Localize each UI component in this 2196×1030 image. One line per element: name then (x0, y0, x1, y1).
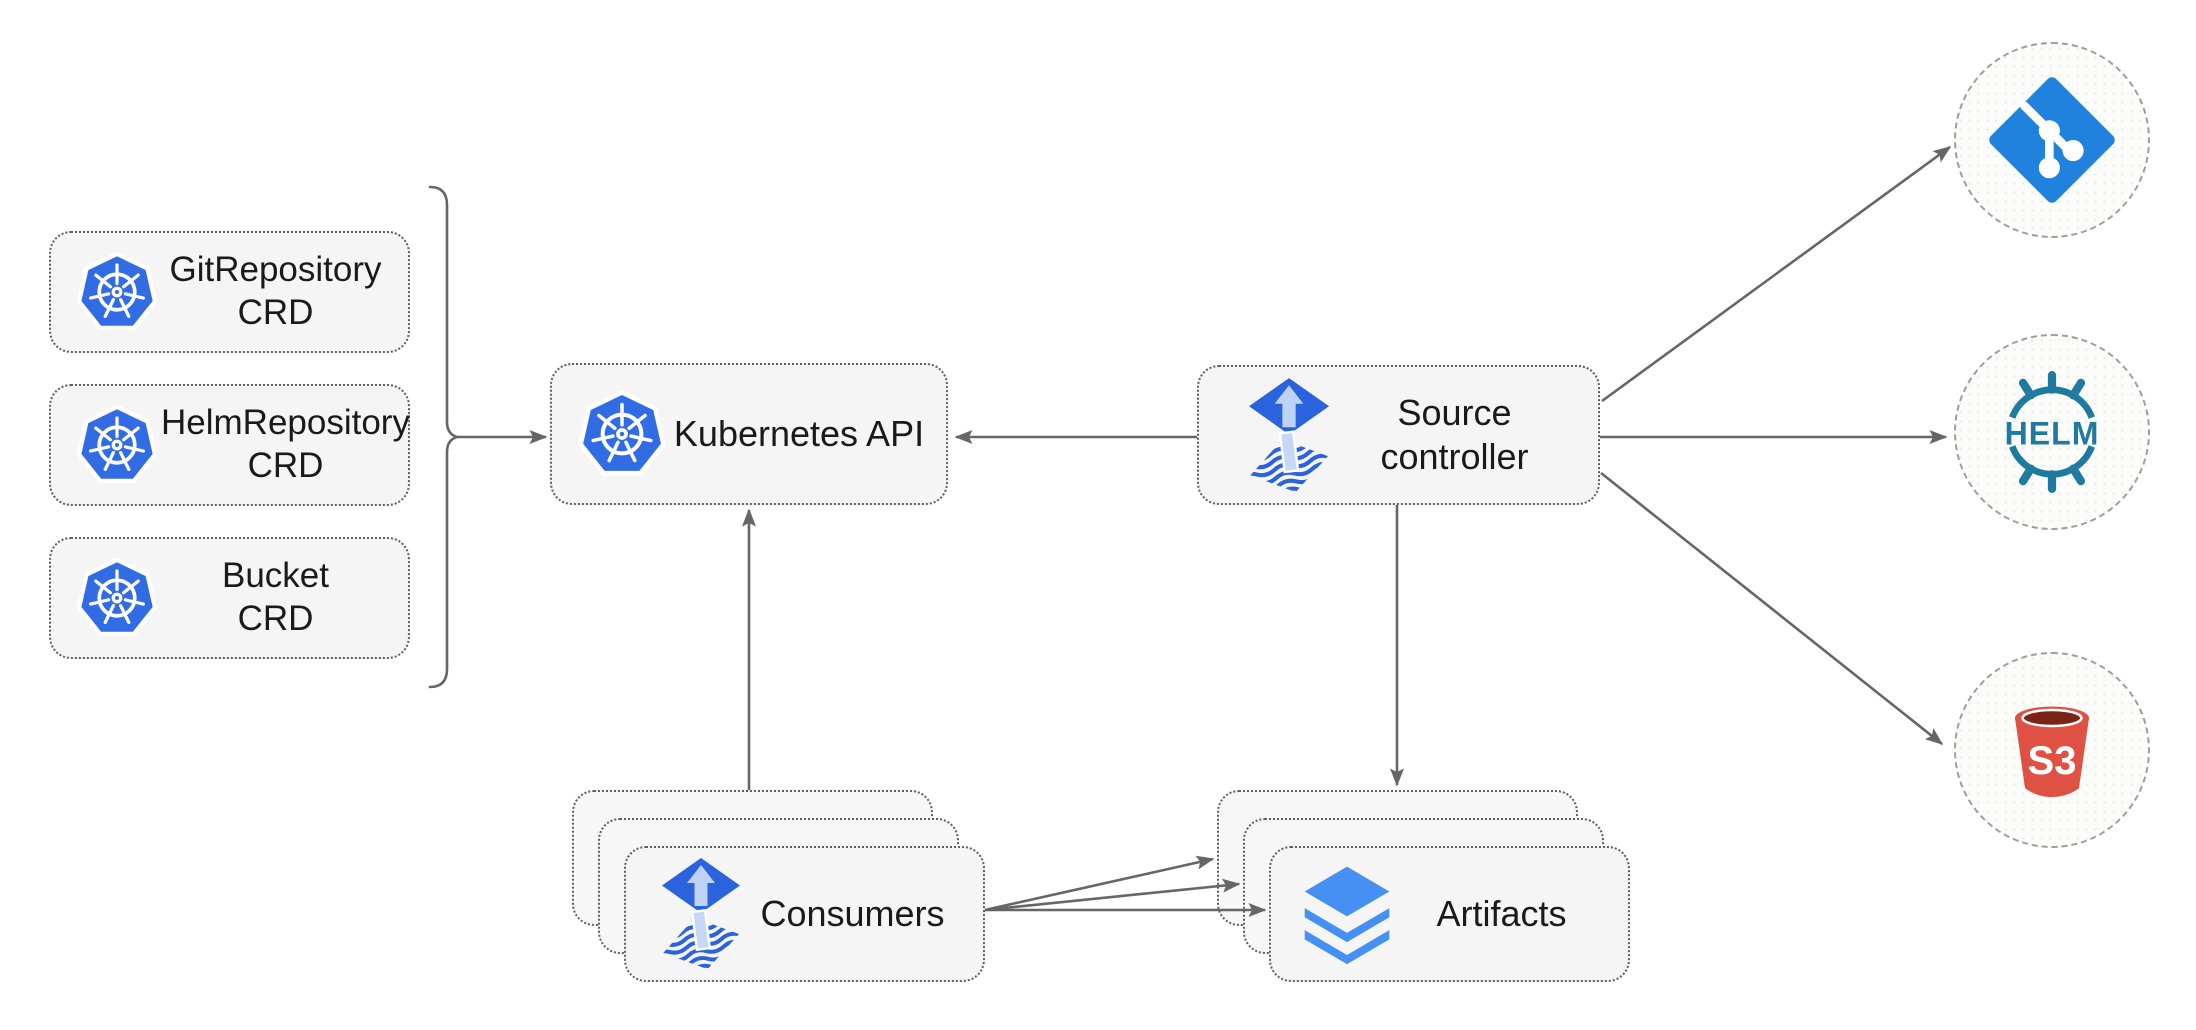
node-kubernetes-api: Kubernetes API (550, 363, 948, 505)
node-git-source (1954, 42, 2150, 238)
node-artifacts: Artifacts (1269, 846, 1630, 982)
flux-icon (1249, 377, 1329, 493)
s3-bucket-icon: S3 (2002, 696, 2102, 804)
node-gitrepository-crd: GitRepository CRD (49, 231, 410, 353)
node-label: Consumers (760, 893, 945, 935)
kubernetes-icon (73, 401, 161, 489)
layers-icon (1301, 863, 1393, 966)
arrow-source-to-git (1601, 145, 1952, 403)
node-label: HelmRepository CRD (161, 403, 410, 485)
node-label: Kubernetes API (673, 413, 925, 455)
kubernetes-icon (574, 386, 670, 482)
node-s3-source: S3 (1954, 652, 2150, 848)
node-source-controller: Source controller (1197, 365, 1600, 505)
node-label: Bucket CRD (222, 556, 329, 638)
crd-group-brace (428, 185, 462, 689)
node-label: Artifacts (1436, 893, 1567, 935)
node-consumers: Consumers (624, 846, 985, 982)
git-icon (1986, 74, 2118, 206)
arrow-consumers-to-artifacts-2 (984, 878, 1241, 912)
helm-label: HELM (2005, 415, 2100, 451)
helm-icon: HELM (1990, 370, 2114, 494)
flux-icon (662, 858, 740, 970)
arrow-consumers-to-artifacts-1 (984, 855, 1215, 912)
kubernetes-icon (73, 248, 161, 336)
s3-label: S3 (2028, 739, 2077, 783)
node-helm-source: HELM (1954, 334, 2150, 530)
kubernetes-icon (73, 554, 161, 642)
node-helmrepository-crd: HelmRepository CRD (49, 384, 410, 506)
node-label: Source controller (1380, 392, 1529, 477)
node-bucket-crd: Bucket CRD (49, 537, 410, 659)
node-label: GitRepository CRD (169, 250, 382, 332)
arrow-source-to-s3 (1600, 471, 1944, 746)
